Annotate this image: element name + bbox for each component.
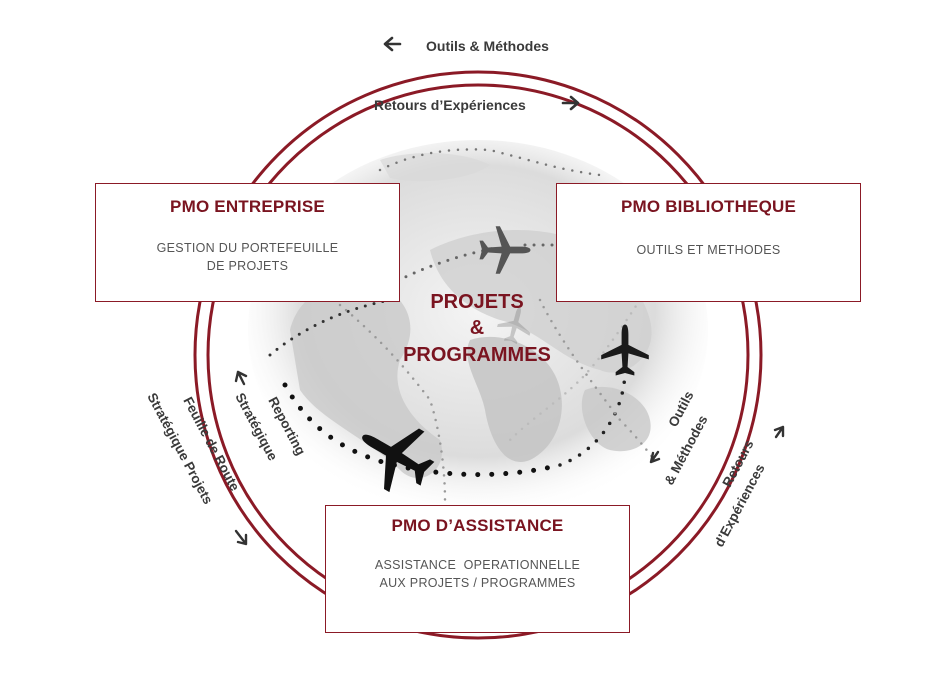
flow-label-top-retours: Retours d’Expériences <box>374 97 526 113</box>
airplane-icon <box>497 307 531 345</box>
airplane-icon <box>362 428 435 493</box>
pmo-assistance-box: PMO D’ASSISTANCE ASSISTANCE OPERATIONNEL… <box>325 505 630 633</box>
pmo-entreprise-title: PMO ENTREPRISE <box>170 197 325 216</box>
arrow-down-left-icon <box>649 450 661 464</box>
airplane-icon <box>601 324 649 376</box>
arrow-left-icon <box>383 36 402 52</box>
flow-label-top-outils: Outils & Méthodes <box>426 38 549 54</box>
center-title-line1: PROJETS <box>430 291 523 313</box>
pmo-bibliotheque-description-line1: OUTILS ET METHODES <box>636 243 781 257</box>
arrow-up-left-icon <box>234 370 248 386</box>
pmo-entreprise-description: GESTION DU PORTEFEUILLE DE PROJETS <box>96 239 399 275</box>
pmo-entreprise-description-line1: GESTION DU PORTEFEUILLE <box>156 241 339 255</box>
pmo-entreprise-description-line2: DE PROJETS <box>206 259 289 273</box>
pmo-assistance-description: ASSISTANCE OPERATIONNELLE AUX PROJETS / … <box>326 556 629 592</box>
center-title-line2: & <box>470 317 484 339</box>
pmo-assistance-title: PMO D’ASSISTANCE <box>391 516 564 535</box>
pmo-assistance-description-line2: AUX PROJETS / PROGRAMMES <box>379 576 576 590</box>
pmo-entreprise-box: PMO ENTREPRISE GESTION DU PORTEFEUILLE D… <box>95 183 400 302</box>
airplane-icon <box>479 226 531 274</box>
arrow-right-icon <box>561 95 580 111</box>
pmo-assistance-description-line1: ASSISTANCE OPERATIONNELLE <box>374 558 581 572</box>
pmo-bibliotheque-box: PMO BIBLIOTHEQUE OUTILS ET METHODES <box>556 183 861 302</box>
pmo-bibliotheque-title: PMO BIBLIOTHEQUE <box>620 197 797 216</box>
arrow-down-right-icon <box>234 529 248 546</box>
outer-ring <box>193 70 763 640</box>
flow-label-left-feuille-2: Stratégique Projets <box>144 390 215 506</box>
arrow-up-right-icon <box>773 425 785 439</box>
center-title-line3: PROGRAMMES <box>403 344 551 366</box>
pmo-bibliotheque-description: OUTILS ET METHODES <box>557 241 860 259</box>
